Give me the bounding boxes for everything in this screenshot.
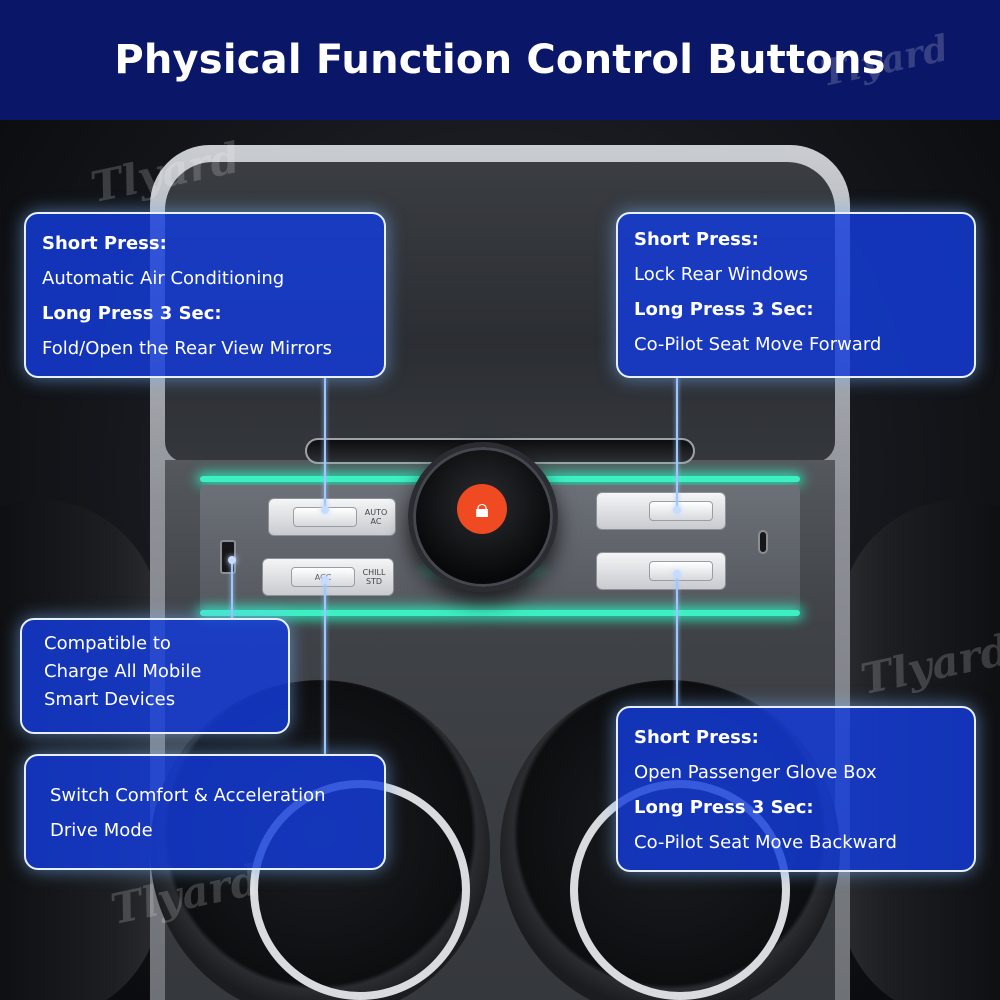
ambient-light-bottom xyxy=(200,610,800,616)
callout-short-press-label: Short Press: xyxy=(634,727,759,748)
callout-drive-mode-line1: Switch Comfort & Acceleration xyxy=(50,785,326,806)
callout-rear-windows: Short Press: Lock Rear Windows Long Pres… xyxy=(616,212,976,378)
auto-ac-button[interactable]: AUTO AC xyxy=(268,498,396,536)
callout-charging-line1: Compatible to xyxy=(44,633,171,654)
connector-line xyxy=(676,378,678,510)
callout-long-press-action: Co-Pilot Seat Move Backward xyxy=(634,832,897,853)
lock-icon: 🔒︎ xyxy=(457,484,507,534)
callout-drive-mode: Switch Comfort & Acceleration Drive Mode xyxy=(24,754,386,870)
callout-charging: Compatible to Charge All Mobile Smart De… xyxy=(20,618,290,734)
auto-ac-label: AUTO AC xyxy=(364,508,388,526)
chill-std-label: CHILL STD xyxy=(362,568,386,586)
rear-window-button-cap xyxy=(649,501,713,521)
callout-short-press-label: Short Press: xyxy=(634,229,759,250)
connector-dot xyxy=(673,570,681,578)
callout-long-press-label: Long Press 3 Sec: xyxy=(634,797,814,818)
callout-charging-line3: Smart Devices xyxy=(44,689,176,710)
connector-line xyxy=(231,560,233,618)
callout-charging-line2: Charge All Mobile xyxy=(44,661,202,682)
glove-box-button-cap xyxy=(649,561,713,581)
callout-short-press-action: Open Passenger Glove Box xyxy=(634,762,877,783)
callout-long-press-label: Long Press 3 Sec: xyxy=(634,299,814,320)
connector-dot xyxy=(321,576,329,584)
page-title: Physical Function Control Buttons xyxy=(114,37,886,83)
acc-chill-button[interactable]: ACC CHILL STD xyxy=(262,558,394,596)
rear-window-button[interactable] xyxy=(596,492,726,530)
glove-box-button[interactable] xyxy=(596,552,726,590)
callout-short-press-action: Lock Rear Windows xyxy=(634,264,809,285)
callout-drive-mode-line2: Drive Mode xyxy=(50,820,153,841)
callout-air-conditioning: Short Press: Automatic Air Conditioning … xyxy=(24,212,386,378)
left-seat xyxy=(0,500,160,1000)
usb-c-port xyxy=(758,530,768,554)
connector-line xyxy=(676,574,678,706)
callout-long-press-action: Fold/Open the Rear View Mirrors xyxy=(42,338,333,359)
callout-glove-box: Short Press: Open Passenger Glove Box Lo… xyxy=(616,706,976,872)
header-banner: Physical Function Control Buttons xyxy=(0,0,1000,120)
callout-short-press-label: Short Press: xyxy=(42,233,167,254)
connector-line xyxy=(324,580,326,754)
connector-dot xyxy=(228,556,236,564)
callout-long-press-label: Long Press 3 Sec: xyxy=(42,303,222,324)
connector-dot xyxy=(673,506,681,514)
callout-long-press-action: Co-Pilot Seat Move Forward xyxy=(634,334,882,355)
connector-dot xyxy=(321,506,329,514)
connector-line xyxy=(324,378,326,510)
callout-short-press-action: Automatic Air Conditioning xyxy=(42,268,285,289)
